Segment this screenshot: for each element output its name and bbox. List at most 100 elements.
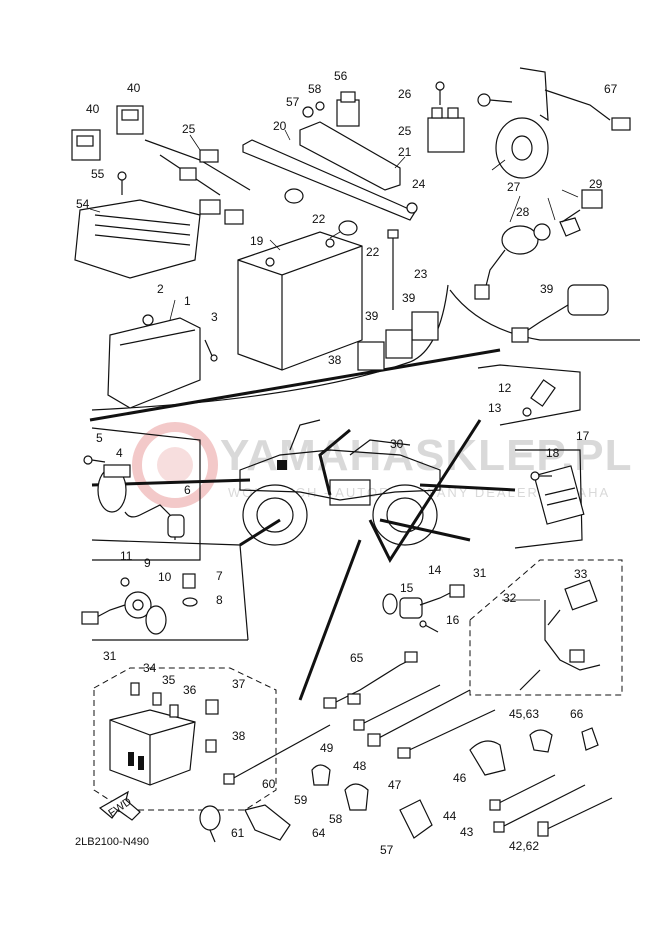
fuse-34 <box>130 682 140 696</box>
rectifier-17 <box>533 465 585 525</box>
label-53: 57 <box>286 95 300 109</box>
label-5: 5 <box>96 431 103 445</box>
label-55: 57 <box>380 843 394 857</box>
label-6: 6 <box>184 483 191 497</box>
label-40-top: 40 <box>127 81 141 95</box>
label-2: 2 <box>157 282 164 296</box>
battery-19 <box>237 231 363 371</box>
diagram-code: 2LB2100-N490 <box>75 836 149 848</box>
ignition-coil-4 <box>97 464 131 513</box>
cable-tie-43 <box>493 784 586 833</box>
label-60: 64 <box>312 826 326 840</box>
relay-39-a <box>411 311 439 341</box>
label-14: 14 <box>428 563 442 577</box>
label-24: 24 <box>412 177 426 191</box>
sensor-14 <box>399 584 465 619</box>
key-30 <box>561 189 603 223</box>
detail-box-31-left <box>93 667 277 811</box>
cable-tie-47 <box>397 709 496 759</box>
label-22-b: 22 <box>366 245 380 259</box>
label-19: 19 <box>250 234 264 248</box>
label-44: 44 <box>443 809 457 823</box>
bolt-16 <box>419 620 439 633</box>
label-42-62: 42,62 <box>509 839 539 853</box>
relay-39-c <box>357 341 385 371</box>
label-17: 17 <box>576 429 590 443</box>
label-31-left: 31 <box>103 649 117 663</box>
cable-tie-48 <box>367 689 471 747</box>
label-7: 7 <box>216 569 223 583</box>
fuse-35 <box>152 692 162 706</box>
fuse-38 <box>205 739 217 753</box>
label-41: 39 <box>540 282 554 296</box>
label-47: 47 <box>388 778 402 792</box>
label-54: 58 <box>308 82 322 96</box>
label-36: 36 <box>183 683 197 697</box>
label-56: 58 <box>329 812 343 826</box>
damper-22 <box>284 188 358 236</box>
oring-10 <box>145 605 167 635</box>
plug-cap-6 <box>124 504 185 540</box>
ecu-50 <box>74 199 244 279</box>
clamp-45-63 <box>529 729 553 753</box>
label-43: 43 <box>460 825 474 839</box>
label-45-63: 45,63 <box>509 707 539 721</box>
label-46: 46 <box>453 771 467 785</box>
label-23: 23 <box>414 267 428 281</box>
label-27: 26 <box>398 87 412 101</box>
bolt-5 <box>83 455 106 465</box>
label-52: 56 <box>334 69 348 83</box>
fwd-arrow: FWD <box>98 790 141 821</box>
bolt-18 <box>530 471 552 481</box>
label-25: 25 <box>182 122 196 136</box>
label-65: 67 <box>604 82 618 96</box>
label-11: 11 <box>120 549 133 563</box>
relay-40-top <box>116 105 144 135</box>
bolt-11 <box>120 577 130 587</box>
clamp-57 <box>311 764 331 786</box>
label-34: 34 <box>143 661 157 675</box>
clamp-56 <box>344 783 369 811</box>
clamp-46 <box>469 740 506 776</box>
washer-8 <box>182 597 198 607</box>
leader-lines <box>89 129 579 601</box>
screw-51 <box>117 171 127 195</box>
label-59: 61 <box>231 826 245 840</box>
label-28: 27 <box>507 180 521 194</box>
label-57: 59 <box>294 793 308 807</box>
detail-box-31-right <box>469 559 623 696</box>
cable-tie-42-62 <box>537 797 613 837</box>
label-39-a: 39 <box>402 291 416 305</box>
label-39-c: 38 <box>328 353 342 367</box>
label-40-left: 40 <box>86 102 100 116</box>
sensor-12 <box>530 379 556 407</box>
label-32: 32 <box>503 591 517 605</box>
clamp-55 <box>399 799 433 839</box>
clamp-60 <box>244 804 291 841</box>
label-31-top: 30 <box>390 437 404 451</box>
relay-40-left <box>71 129 101 161</box>
fuse-box-31 <box>109 709 196 786</box>
sensor-9 <box>81 591 152 625</box>
label-26: 25 <box>398 124 412 138</box>
washer-54 <box>315 101 325 111</box>
clamp-64 <box>581 727 599 751</box>
label-21: 21 <box>398 145 412 159</box>
screw-3 <box>204 339 218 362</box>
label-48: 48 <box>353 759 367 773</box>
sub-harness-25 <box>144 139 251 196</box>
lead-61 <box>323 651 418 709</box>
cable-tie-44 <box>489 774 556 811</box>
battery-cover-21 <box>299 121 401 191</box>
label-4: 4 <box>116 446 123 460</box>
label-8: 8 <box>216 593 223 607</box>
label-15: 15 <box>400 581 414 595</box>
bolt-23 <box>387 229 399 310</box>
label-3: 3 <box>211 310 218 324</box>
label-49: 49 <box>320 741 334 755</box>
gasket-13 <box>522 407 532 417</box>
label-22-a: 22 <box>312 212 326 226</box>
label-39-b: 39 <box>365 309 379 323</box>
nut-24 <box>406 202 418 214</box>
